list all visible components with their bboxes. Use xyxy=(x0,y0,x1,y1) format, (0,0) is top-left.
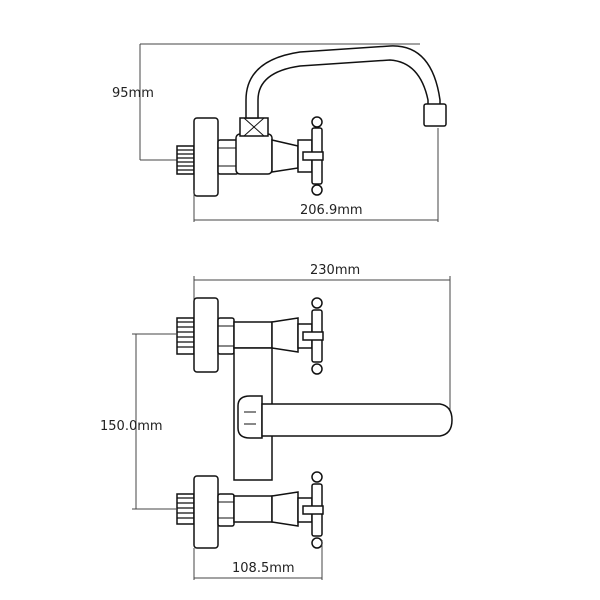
wall-to-handle-label: 108.5mm xyxy=(232,561,295,576)
upper-cross-handle xyxy=(233,297,324,375)
upper-inlet xyxy=(176,297,235,373)
reach-label: 206.9mm xyxy=(300,203,363,218)
overall-width-label: 230mm xyxy=(310,263,360,278)
lower-inlet xyxy=(176,475,235,549)
aerator xyxy=(423,103,447,127)
front-elevation-view: 230mm xyxy=(100,263,453,580)
spout-collar xyxy=(239,117,269,137)
side-elevation-view: 95mm xyxy=(112,43,447,222)
dimension-inlet-spacing: 150.0mm xyxy=(100,333,178,510)
valve-body xyxy=(235,133,273,175)
dimension-spout-height: 95mm xyxy=(112,43,420,161)
wall-flange xyxy=(193,117,219,197)
inlet-spacing-label: 150.0mm xyxy=(100,419,163,434)
spout-height-label: 95mm xyxy=(112,86,154,101)
dimension-reach: 206.9mm xyxy=(193,128,439,222)
spout-pipe xyxy=(245,45,441,119)
cross-handle xyxy=(271,116,324,196)
dimension-wall-to-handle: 108.5mm xyxy=(193,540,323,580)
connector-nut xyxy=(217,139,239,175)
dimension-overall-width: 230mm xyxy=(193,263,451,420)
front-spout xyxy=(237,395,453,439)
wall-thread-inlet xyxy=(176,145,195,175)
lower-cross-handle xyxy=(233,471,324,549)
